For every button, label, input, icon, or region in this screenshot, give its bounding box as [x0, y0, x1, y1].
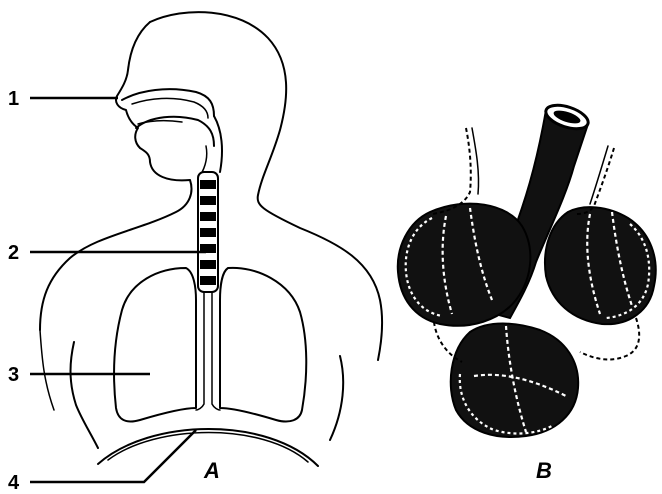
nasal-cavity-inner	[132, 98, 208, 118]
right-torso-outline	[330, 356, 343, 440]
trachea	[198, 172, 218, 292]
face-profile	[40, 22, 191, 330]
bronchus-left	[196, 292, 204, 410]
panel-label-b: B	[536, 458, 552, 483]
label-1: 1	[8, 88, 19, 110]
left-arm-line	[40, 330, 54, 410]
label-4: 4	[8, 472, 20, 494]
panel-labels: A B	[203, 458, 552, 483]
panel-b-alveoli	[398, 101, 656, 437]
number-labels: 1 2 3 4	[8, 88, 20, 494]
left-lung	[114, 268, 196, 422]
vessel-left-top	[432, 128, 471, 214]
label-2: 2	[8, 242, 19, 264]
alveolus-bottom	[451, 324, 578, 437]
body-outline	[150, 12, 382, 360]
pharynx-back	[214, 116, 222, 172]
bronchus-right	[212, 292, 220, 410]
panel-label-a: A	[203, 458, 220, 483]
right-lung	[220, 268, 306, 422]
leader-lines	[30, 98, 206, 482]
label-3: 3	[8, 364, 19, 386]
vessel-right-top	[576, 148, 614, 214]
left-torso-outline	[71, 342, 99, 448]
panel-a-respiratory-system	[40, 12, 382, 466]
alveolus-right	[545, 207, 656, 324]
alveolus-left	[398, 204, 531, 326]
